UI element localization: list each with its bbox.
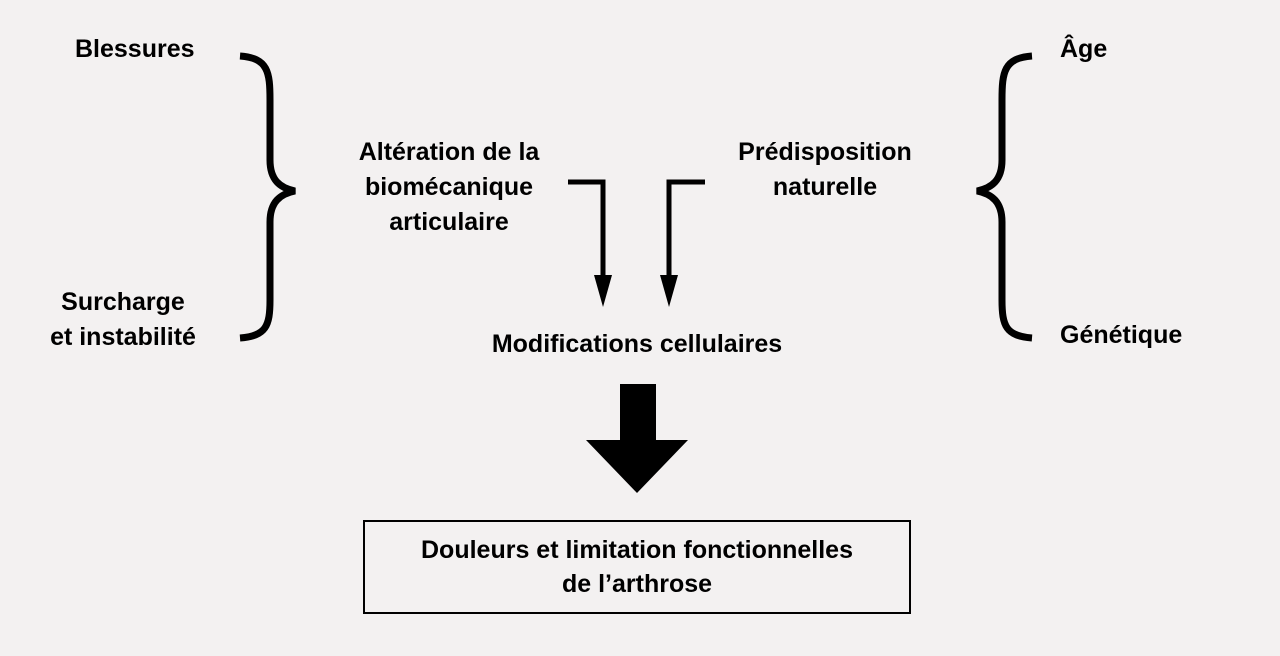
factor-surcharge: Surcharge et instabilité: [50, 285, 196, 355]
factor-genetique: Génétique: [1060, 321, 1183, 349]
cause-predisposition-line2: naturelle: [772, 173, 878, 201]
cause-predisposition-line1: Prédisposition: [738, 138, 912, 166]
outcome-line1: Douleurs et limitation fonctionnelles: [421, 536, 853, 564]
cause-predisposition: Prédisposition naturelle: [738, 135, 912, 205]
outcome-line2: de l’arthrose: [561, 570, 713, 598]
factor-surcharge-line1: Surcharge: [61, 288, 185, 316]
left-arrow-icon: [568, 179, 612, 307]
cause-biomecanique-line2: biomécanique: [364, 173, 534, 201]
factor-age: Âge: [1060, 35, 1108, 63]
left-brace-icon: [239, 52, 296, 342]
big-down-arrow-icon: [586, 384, 688, 493]
cause-biomecanique-line3: articulaire: [389, 208, 509, 236]
cause-biomecanique: Altération de la biomécanique articulair…: [359, 135, 540, 240]
factor-blessures: Blessures: [75, 35, 195, 63]
right-brace-icon: [976, 52, 1033, 342]
factor-surcharge-line2: et instabilité: [50, 323, 196, 351]
cause-biomecanique-line1: Altération de la: [358, 138, 540, 166]
right-arrow-icon: [660, 179, 705, 307]
outcome-box: Douleurs et limitation fonctionnelles de…: [363, 520, 911, 614]
modifications-cellulaires: Modifications cellulaires: [491, 330, 783, 358]
